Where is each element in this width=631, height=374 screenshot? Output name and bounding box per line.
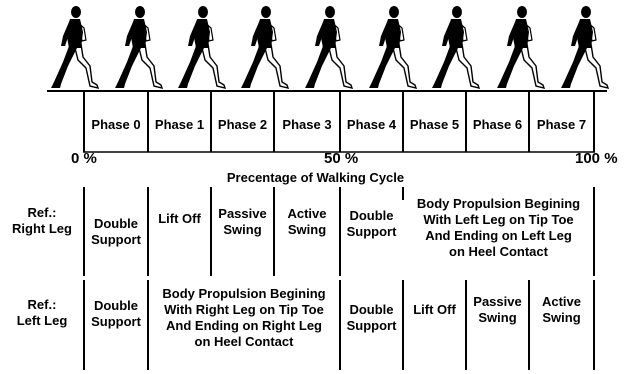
left-leg-double-support-2: Double Support — [346, 302, 397, 333]
right-leg-double-support-2: Double Support — [346, 208, 397, 239]
phase-label-2: Phase 2 — [217, 116, 268, 132]
percent-end: 100 % — [575, 150, 618, 167]
axis-caption: Precentage of Walking Cycle — [226, 170, 405, 185]
phase-label-0: Phase 0 — [91, 116, 141, 132]
phase-label-1: Phase 1 — [154, 116, 205, 132]
right-leg-passive-swing: Passive Swing — [218, 206, 267, 237]
walker-figure-5 — [304, 5, 353, 89]
phase-label-4: Phase 4 — [346, 116, 397, 132]
ref-left-leg-label: Ref.: Left Leg — [16, 297, 68, 328]
right-leg-lift-off: Lift Off — [158, 211, 201, 226]
phase-label-3: Phase 3 — [282, 116, 332, 132]
walker-figure-6 — [368, 5, 417, 89]
walking-figures — [50, 5, 609, 89]
left-leg-lift-off: Lift Off — [413, 302, 456, 317]
walker-figure-9 — [560, 5, 609, 89]
percent-start: 0 % — [71, 150, 97, 167]
left-leg-active-swing: Active Swing — [541, 294, 582, 325]
right-leg-double-support-1: Double Support — [91, 216, 141, 247]
walker-figure-1 — [50, 5, 99, 89]
phase-label-6: Phase 6 — [472, 116, 523, 132]
walker-figure-4 — [240, 5, 289, 89]
left-leg-dividers — [83, 280, 595, 370]
right-leg-active-swing: Active Swing — [287, 206, 327, 237]
walker-figure-2 — [114, 5, 163, 89]
phase-label-7: Phase 7 — [536, 116, 587, 132]
walker-figure-7 — [431, 5, 480, 89]
walker-figure-8 — [496, 5, 545, 89]
percent-mid: 50 % — [324, 150, 359, 167]
phase-label-5: Phase 5 — [409, 116, 460, 132]
left-leg-double-support-1: Double Support — [91, 298, 141, 329]
walker-figure-3 — [177, 5, 226, 89]
phase-dividers — [83, 91, 595, 152]
left-leg-body-propulsion: Body Propulsion Begining With Right Leg … — [162, 286, 326, 349]
ref-right-leg-label: Ref.: Right Leg — [12, 205, 72, 236]
left-leg-passive-swing: Passive Swing — [473, 294, 522, 325]
right-leg-body-propulsion: Body Propulsion Begining With Left Leg o… — [416, 196, 581, 259]
right-leg-dividers — [83, 187, 595, 276]
